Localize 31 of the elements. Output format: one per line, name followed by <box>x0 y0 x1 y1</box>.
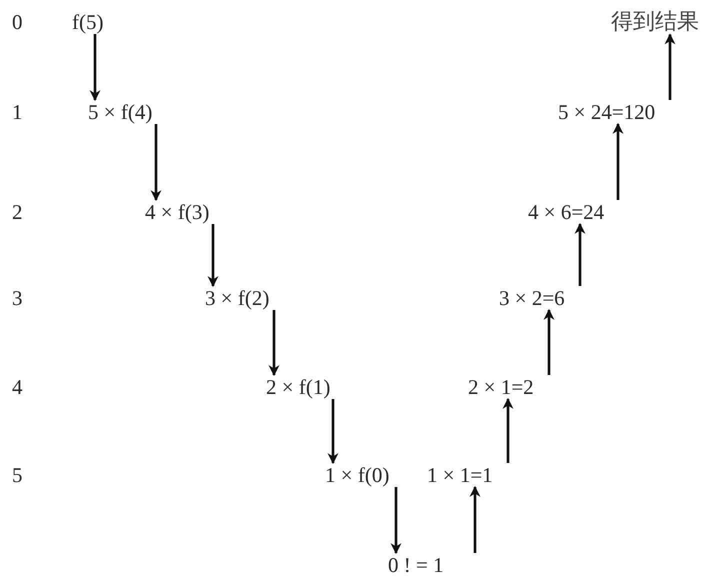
step-text: 1 × 1=1 <box>427 464 493 486</box>
step-text: f(5) <box>72 10 104 34</box>
arrow <box>612 122 624 200</box>
step-text: 4 × f(3) <box>145 200 210 224</box>
arrow <box>328 399 338 464</box>
step-text: 5 × f(4) <box>88 100 152 124</box>
arrow <box>574 222 586 286</box>
level-number: 5 <box>12 464 22 486</box>
step-text: 2 × f(1) <box>266 376 330 398</box>
arrow <box>150 124 162 202</box>
level-number: 4 <box>12 376 22 398</box>
level-number: 2 <box>12 200 22 224</box>
arrow <box>268 310 280 376</box>
arrow <box>502 398 514 463</box>
step-text: 5 × 24=120 <box>558 100 656 124</box>
arrow <box>90 34 100 102</box>
level-number: 0 <box>12 10 22 34</box>
step-text: 得到结果 <box>611 10 699 34</box>
step-text: 3 × 2=6 <box>499 286 565 310</box>
step-text: 3 × f(2) <box>205 286 270 310</box>
arrow <box>544 308 554 375</box>
level-number: 1 <box>12 100 22 124</box>
step-text: 4 × 6=24 <box>528 200 604 224</box>
arrow <box>208 224 218 288</box>
step-text: 2 × 1=2 <box>468 376 534 398</box>
step-text: 0 ! = 1 <box>388 554 444 576</box>
arrow <box>390 487 402 554</box>
step-text: 1 × f(0) <box>325 464 390 486</box>
level-number: 3 <box>12 286 22 310</box>
arrow <box>470 486 480 553</box>
arrow <box>664 33 676 100</box>
